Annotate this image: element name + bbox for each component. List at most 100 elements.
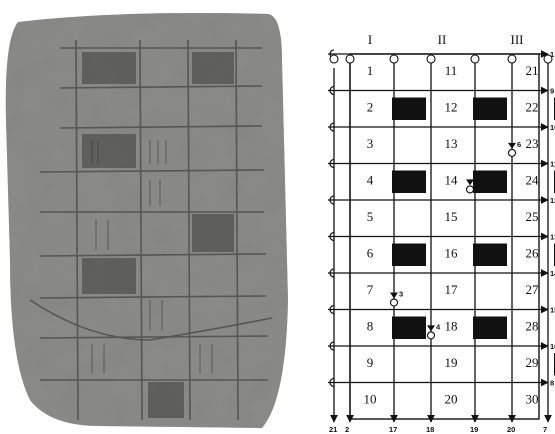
cell-1: 1: [367, 63, 374, 78]
cell-20: 20: [445, 392, 458, 407]
cell-label: 23: [526, 136, 539, 151]
cell-7: 7: [367, 282, 374, 297]
cell-24: 24: [526, 171, 555, 194]
row-wire-10: 10: [328, 123, 555, 132]
inner-arrow-label: 6: [517, 140, 521, 149]
cell-9: 9: [367, 355, 374, 370]
shaded-block: [392, 98, 426, 121]
row-wire-12: 12: [328, 196, 555, 205]
row-wire-9: 9: [328, 87, 554, 96]
cell-30: 30: [526, 392, 539, 407]
cell-label: 19: [445, 355, 458, 370]
column-arrow-label: 19: [470, 425, 478, 434]
column-wire-21: 21: [329, 55, 338, 434]
cell-label: 14: [445, 173, 459, 188]
row-wire-11: 11: [328, 160, 555, 169]
inner-arrow-label: 4: [436, 322, 441, 331]
cell-28: 28: [526, 319, 539, 334]
shaded-block: [392, 317, 426, 340]
cell-label: 5: [367, 209, 374, 224]
column-arrow-label: 2: [345, 425, 349, 434]
tablet-photograph: [0, 0, 305, 434]
column-wire-18: 18: [426, 54, 435, 434]
cell-label: 28: [526, 319, 539, 334]
cell-19: 19: [445, 355, 458, 370]
column-arrow-label: 7: [543, 425, 547, 434]
cell-26: 26: [526, 244, 555, 267]
column-arrow-label: 20: [507, 425, 515, 434]
cell-label: 30: [526, 392, 539, 407]
cell-13: 13: [445, 136, 458, 151]
cell-label: 2: [367, 100, 374, 115]
cell-16: 16: [445, 244, 508, 267]
row-wire-13: 13: [328, 233, 555, 242]
cell-18: 18: [445, 317, 508, 340]
shaded-block: [473, 317, 507, 340]
row-arrow-label: 9: [550, 87, 554, 96]
column-arrow-label: 21: [329, 425, 337, 434]
row-arrow-label: 14: [550, 269, 555, 278]
cell-2: 2: [367, 98, 426, 121]
cell-4: 4: [367, 171, 426, 194]
cell-label: 29: [526, 355, 539, 370]
inner-arrow-4: 4: [427, 322, 441, 339]
row-arrow-label: 11: [550, 160, 555, 169]
cell-label: 24: [526, 173, 540, 188]
row-arrow-label: 15: [550, 306, 555, 315]
row-wire-15: 15: [328, 306, 555, 315]
inner-arrow-label: 5: [475, 176, 479, 185]
row-wire-8: 8: [328, 379, 554, 388]
inner-arrow-label: 3: [399, 290, 403, 299]
cell-label: 18: [445, 319, 458, 334]
cell-label: 8: [367, 319, 374, 334]
shaded-block: [392, 244, 426, 267]
column-wire-20: 20: [507, 54, 516, 434]
column-arrow-label: 18: [426, 425, 434, 434]
cell-label: 25: [526, 209, 539, 224]
cell-label: 22: [526, 100, 539, 115]
cell-label: 16: [445, 246, 459, 261]
cell-label: 11: [445, 63, 458, 78]
column-header-1: I: [368, 32, 372, 47]
row-wire-14: 14: [328, 269, 555, 278]
cell-label: 1: [367, 63, 374, 78]
row-arrow-label: 16: [550, 342, 555, 351]
cell-15: 15: [445, 209, 458, 224]
column-wire-2: 2: [345, 54, 354, 434]
inner-arrow-3: 3: [390, 290, 403, 307]
cell-label: 9: [367, 355, 374, 370]
cell-23: 23: [526, 136, 539, 151]
cell-3: 3: [367, 136, 374, 151]
cell-11: 11: [445, 63, 458, 78]
row-arrow-label: 12: [550, 196, 555, 205]
inner-arrow-6: 6: [508, 140, 521, 157]
cell-6: 6: [367, 244, 426, 267]
row-wire-1: 1: [328, 50, 554, 59]
cell-label: 7: [367, 282, 374, 297]
cell-21: 21: [526, 63, 539, 78]
cell-label: 26: [526, 246, 540, 261]
cell-label: 21: [526, 63, 539, 78]
cell-label: 20: [445, 392, 458, 407]
cell-label: 15: [445, 209, 458, 224]
shaded-block: [392, 171, 426, 194]
row-wire-16: 16: [328, 342, 555, 351]
cell-29: 29: [526, 353, 555, 376]
cell-17: 17: [445, 282, 459, 297]
cell-5: 5: [367, 209, 374, 224]
cell-label: 27: [526, 282, 540, 297]
cell-label: 13: [445, 136, 458, 151]
shaded-block: [473, 244, 507, 267]
column-header-2: II: [438, 32, 447, 47]
cell-label: 4: [367, 173, 374, 188]
row-arrow-label: 13: [550, 233, 555, 242]
cell-12: 12: [445, 98, 508, 121]
cell-label: 10: [364, 392, 377, 407]
cell-25: 25: [526, 209, 539, 224]
column-wire-7: 7: [543, 54, 552, 434]
column-header-3: III: [511, 32, 524, 47]
cell-10: 10: [364, 392, 377, 407]
cell-22: 22: [526, 98, 555, 121]
